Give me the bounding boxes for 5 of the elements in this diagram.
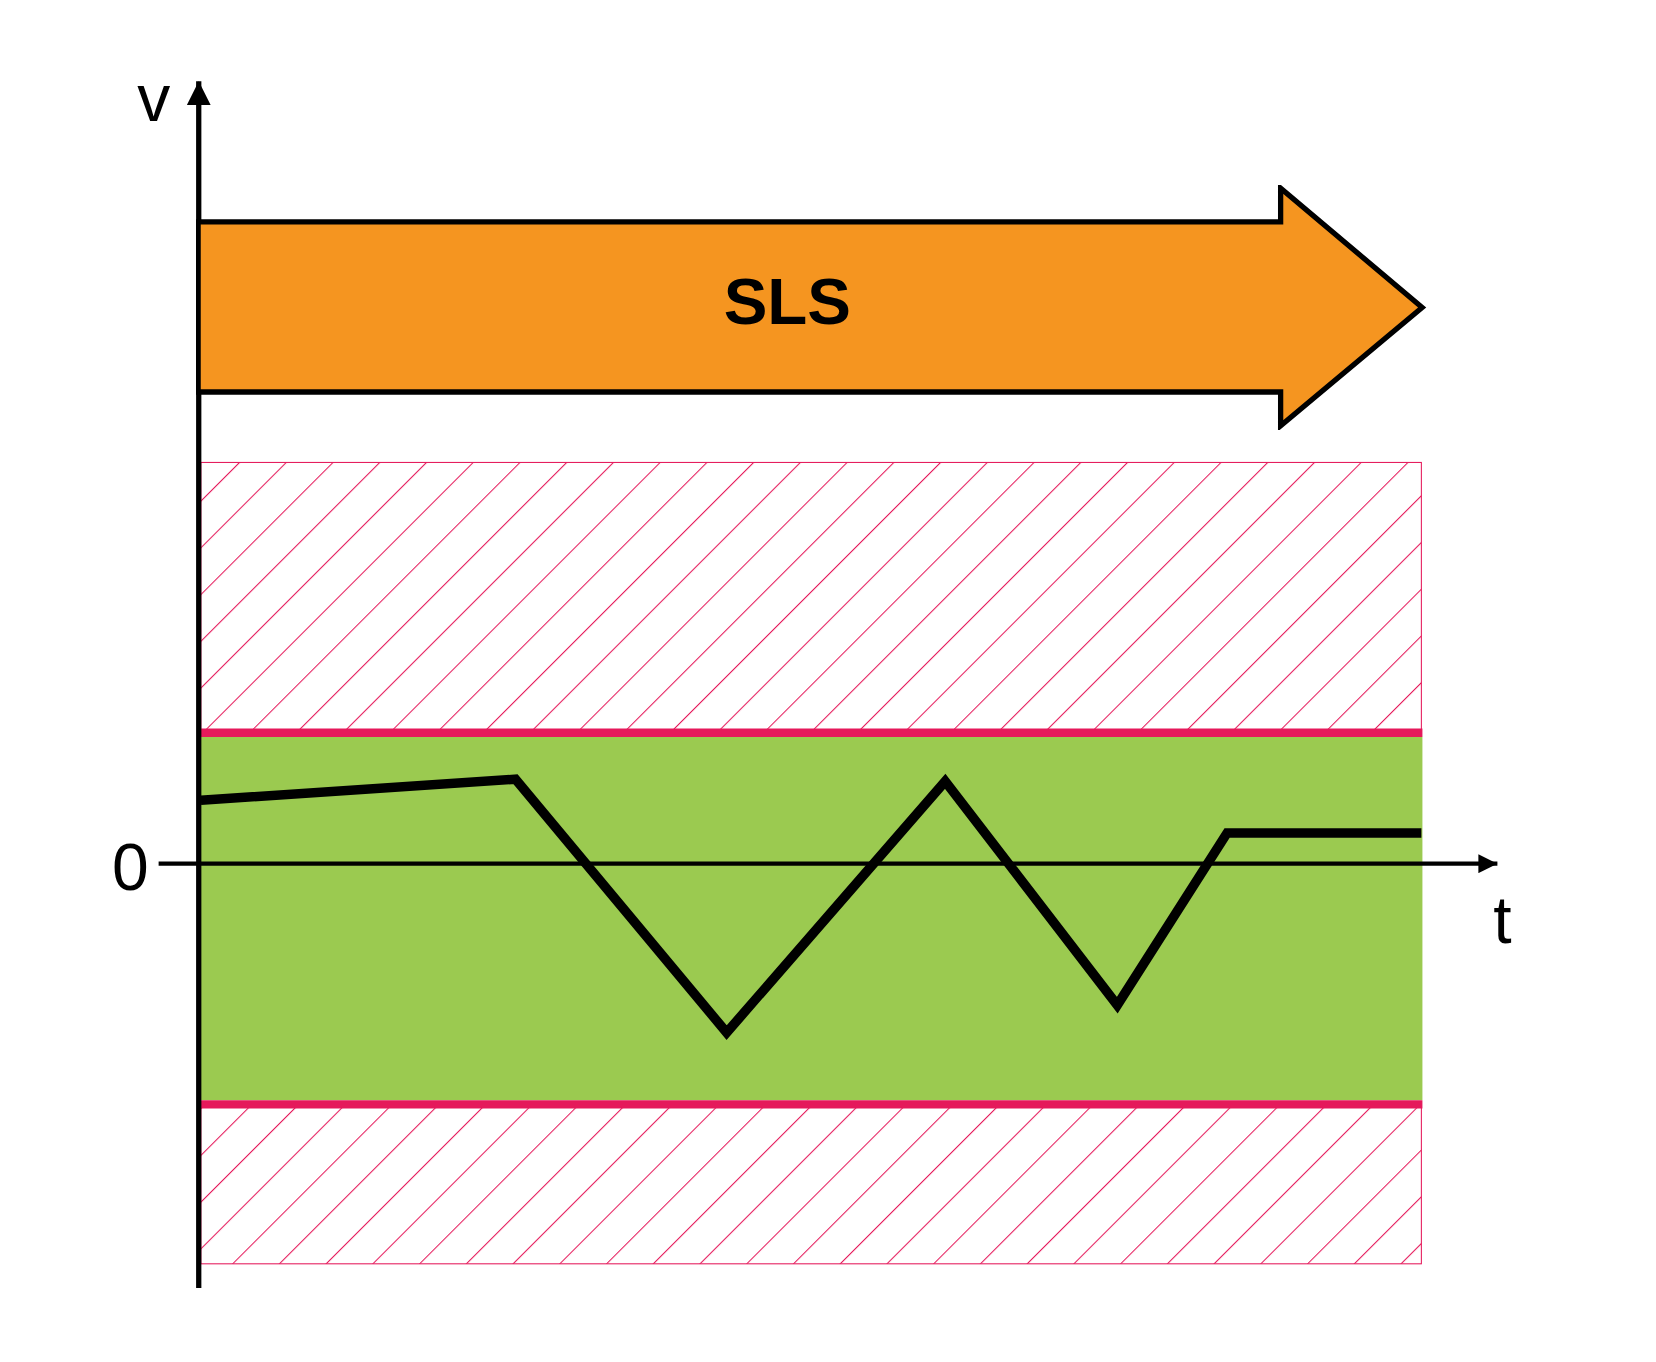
axis-label: v	[137, 65, 171, 132]
axis-label: t	[1493, 887, 1512, 954]
arrow-label: SLS	[722, 269, 852, 335]
origin-label: 0	[111, 834, 149, 901]
block-arrow	[196, 184, 1428, 430]
